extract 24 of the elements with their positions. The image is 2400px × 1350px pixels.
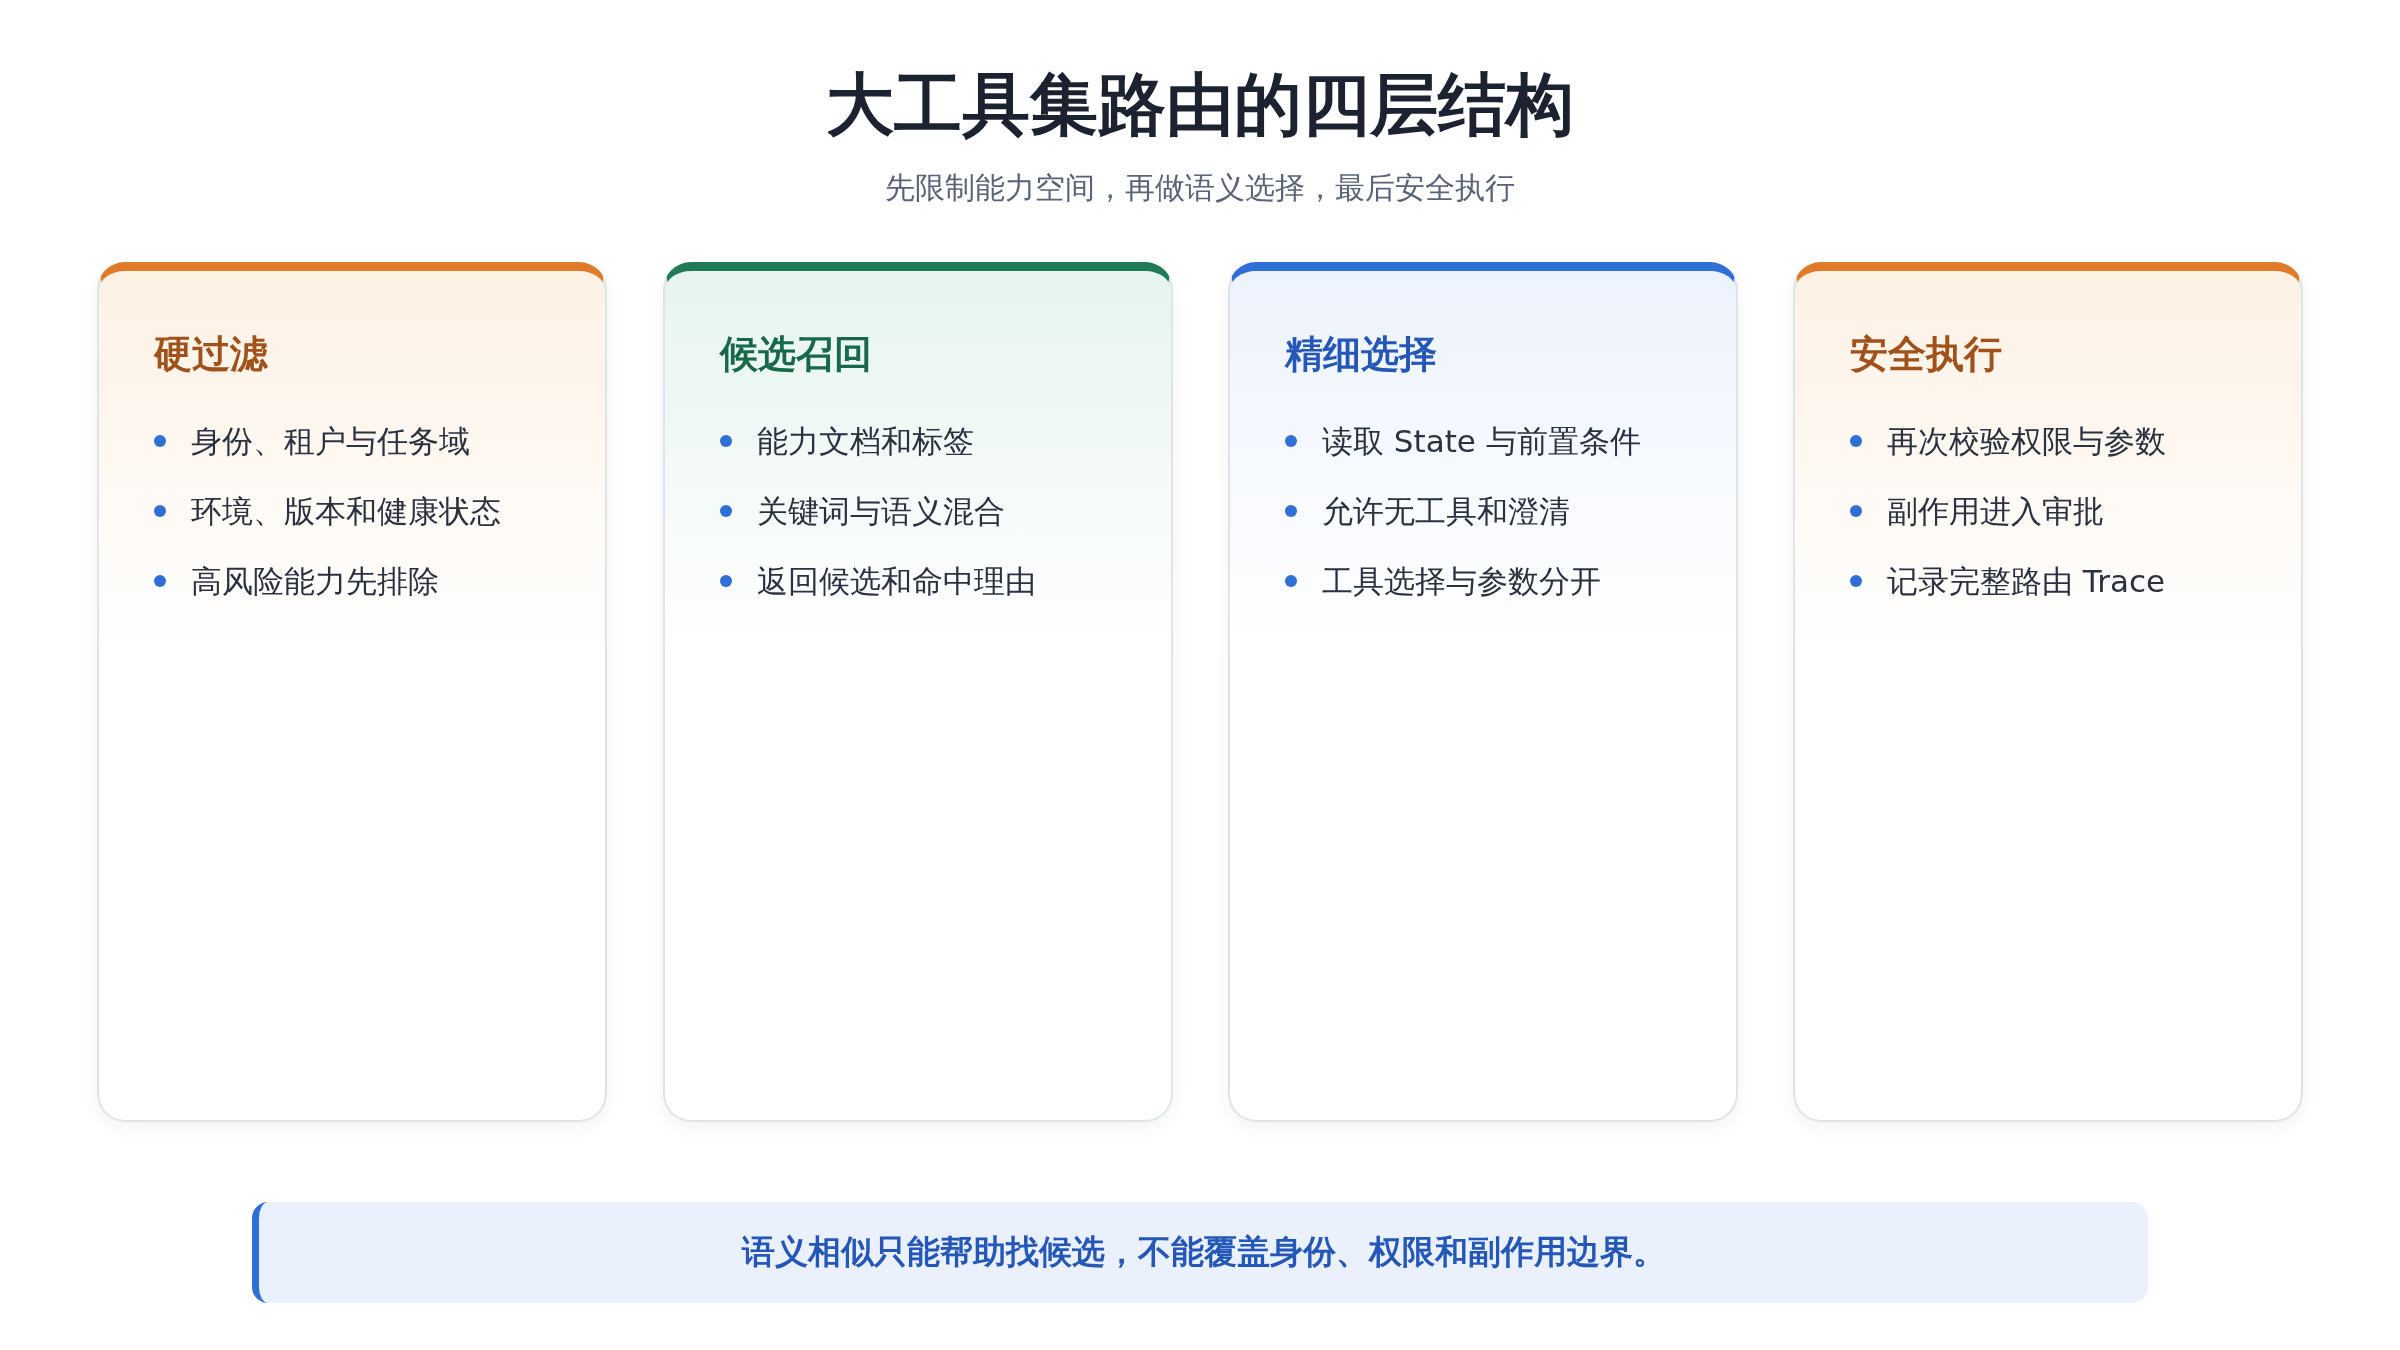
bullet-text: 再次校验权限与参数 bbox=[1887, 422, 2166, 461]
bullet-text: 能力文档和标签 bbox=[757, 422, 974, 461]
step-card bbox=[97, 262, 607, 1122]
card-heading: 安全执行 bbox=[1850, 331, 2002, 378]
bullet-text: 高风险能力先排除 bbox=[191, 562, 439, 601]
card-heading: 硬过滤 bbox=[154, 331, 268, 378]
subtitle: 先限制能力空间，再做语义选择，最后安全执行 bbox=[884, 169, 1516, 207]
step-card bbox=[1793, 262, 2303, 1122]
bullet-text: 身份、租户与任务域 bbox=[191, 422, 470, 461]
card-heading: 候选召回 bbox=[720, 331, 872, 378]
note-text: 语义相似只能帮助找候选，不能覆盖身份、权限和副作用边界。 bbox=[741, 1231, 1666, 1273]
step-card bbox=[1228, 262, 1738, 1122]
bullet-text: 允许无工具和澄清 bbox=[1322, 492, 1570, 531]
bullet-text: 工具选择与参数分开 bbox=[1322, 562, 1601, 601]
bullet-text: 读取 State 与前置条件 bbox=[1322, 422, 1641, 461]
bullet-text: 关键词与语义混合 bbox=[757, 492, 1005, 531]
bullet-text: 返回候选和命中理由 bbox=[757, 562, 1036, 601]
bullet-text: 记录完整路由 Trace bbox=[1887, 562, 2166, 601]
card-heading: 精细选择 bbox=[1285, 331, 1437, 378]
page-title: 大工具集路由的四层结构 bbox=[825, 64, 1575, 146]
step-card bbox=[663, 262, 1173, 1122]
bullet-text: 副作用进入审批 bbox=[1887, 492, 2104, 531]
bullet-text: 环境、版本和健康状态 bbox=[191, 492, 501, 531]
note-banner bbox=[252, 1202, 2148, 1303]
